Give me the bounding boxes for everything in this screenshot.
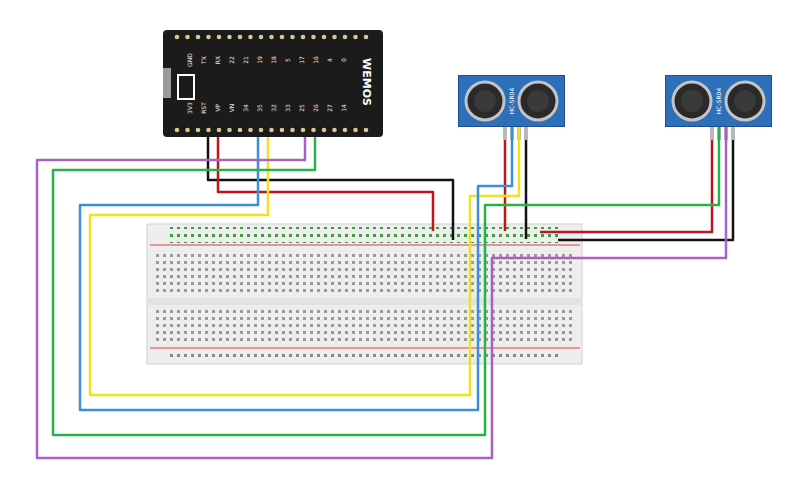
pin-label: RST xyxy=(201,102,207,114)
pin-label: 17 xyxy=(299,56,305,64)
microcontroller-board: WEMOS xyxy=(163,30,383,137)
pin-label: 14 xyxy=(341,104,347,112)
pin-label: VP xyxy=(215,104,221,112)
pin-label: TX xyxy=(201,56,207,64)
pin-label: 5 xyxy=(285,58,291,62)
sensor-model: HC-SR04 xyxy=(509,88,515,114)
pin-label: 27 xyxy=(327,104,333,112)
ultrasonic-sensor: HC-SR04 xyxy=(665,75,772,127)
pin-label: 4 xyxy=(327,58,333,62)
board-brand: WEMOS xyxy=(360,58,373,106)
board-illustration xyxy=(163,30,383,137)
pin-label: 16 xyxy=(313,56,319,64)
sensor-model: HC-SR04 xyxy=(716,88,722,114)
signal-wire xyxy=(90,127,519,395)
pin-label: RX xyxy=(215,56,221,64)
pin-label: VN xyxy=(229,104,235,113)
pin-label: 26 xyxy=(313,104,319,112)
pin-label: 32 xyxy=(271,104,277,112)
pin-label: 0 xyxy=(341,58,347,62)
pin-label: 18 xyxy=(271,56,277,64)
pin-label: 21 xyxy=(243,56,249,64)
pin-label: 35 xyxy=(257,104,263,112)
pin-label: 25 xyxy=(299,104,305,112)
pin-label: 22 xyxy=(229,56,235,64)
pin-label: 19 xyxy=(257,56,263,64)
ultrasonic-sensor: HC-SR04 xyxy=(458,75,565,127)
pin-label: GND xyxy=(187,53,193,67)
signal-wire xyxy=(37,127,726,458)
pin-label: 33 xyxy=(285,104,291,112)
signal-wire xyxy=(53,127,719,435)
pin-label: 34 xyxy=(243,104,249,112)
pin-label: 3V3 xyxy=(187,102,193,114)
